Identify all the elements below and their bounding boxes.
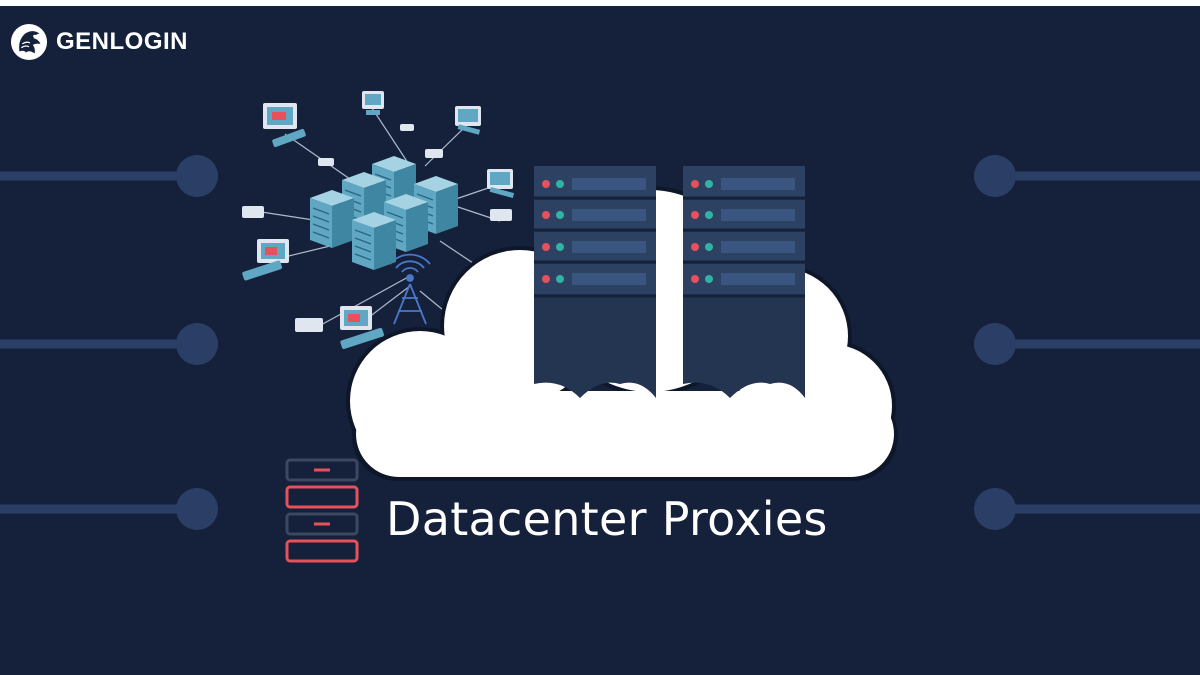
brand: GENLOGIN — [10, 18, 188, 66]
server-tower-icon — [534, 166, 656, 398]
left-connectors — [0, 155, 218, 530]
server-stack-outline-icon — [285, 458, 359, 563]
laptop-icon — [242, 239, 289, 281]
page-title: Datacenter Proxies — [386, 492, 828, 546]
wifi-tower-icon — [389, 253, 431, 325]
hero-illustration — [0, 91, 1200, 563]
laptop-icon — [263, 103, 306, 148]
desktop-monitor-icon — [455, 106, 481, 135]
brand-name: GENLOGIN — [56, 28, 189, 55]
server-tower-icon — [683, 166, 805, 398]
right-connectors — [974, 155, 1200, 530]
eagle-head-logo-icon — [10, 23, 48, 61]
server-cluster-icon — [310, 156, 458, 270]
desktop-monitor-icon — [362, 91, 384, 115]
hero-banner: GENLOGIN Datacenter Proxies — [0, 6, 1200, 675]
desktop-monitor-icon — [487, 169, 515, 199]
laptop-icon — [340, 306, 384, 350]
